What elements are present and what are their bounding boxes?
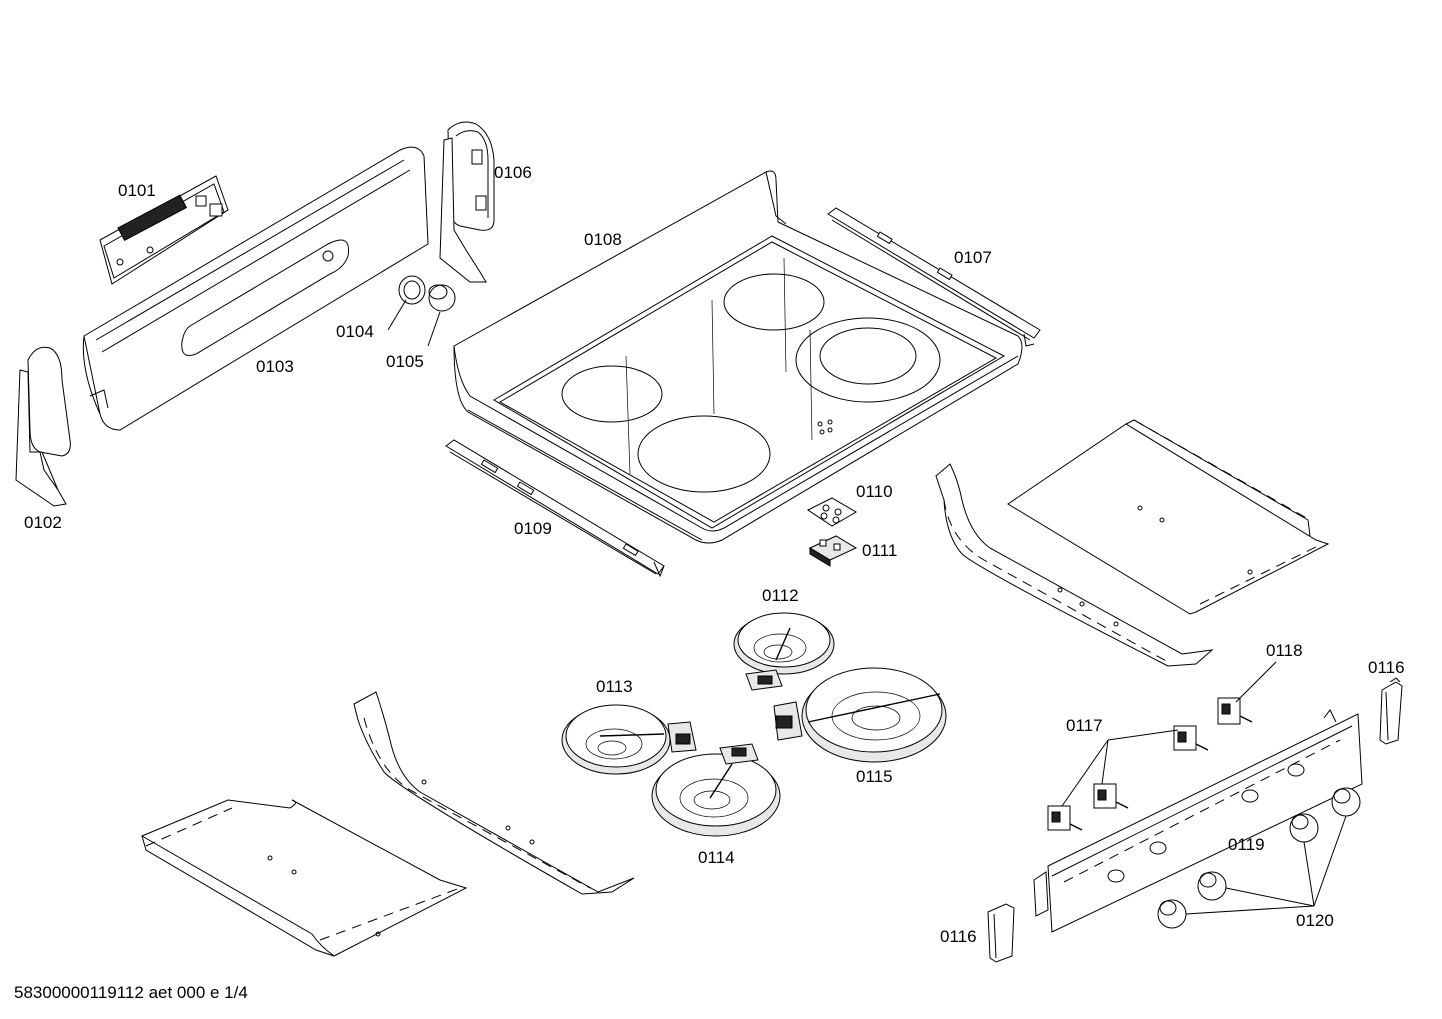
label-0111: 0111 bbox=[862, 541, 897, 560]
label-0113: 0113 bbox=[596, 677, 633, 696]
part-0110-sensor-pad bbox=[807, 497, 857, 527]
part-0115-heating-element bbox=[773, 667, 947, 763]
label-0110: 0110 bbox=[856, 482, 893, 501]
part-0102-left-end-cap bbox=[15, 346, 71, 507]
label-0114: 0114 bbox=[698, 848, 735, 867]
label-0106: 0106 bbox=[494, 163, 532, 182]
part-0117-switches bbox=[1047, 725, 1209, 831]
part-0108-cooktop bbox=[453, 170, 1023, 544]
label-0105: 0105 bbox=[386, 352, 424, 371]
part-labels: 0101 0102 0103 0104 0105 0106 0107 0108 … bbox=[24, 163, 1405, 946]
leader-lines bbox=[387, 299, 441, 347]
part-0106-right-end-cap bbox=[439, 121, 495, 283]
part-0101-control-board bbox=[99, 175, 229, 285]
label-0115: 0115 bbox=[856, 767, 893, 786]
label-0116-top: 0116 bbox=[1368, 658, 1405, 677]
label-0117: 0117 bbox=[1066, 716, 1103, 735]
label-0116-bottom: 0116 bbox=[940, 927, 977, 946]
part-0112-heating-element bbox=[733, 612, 835, 691]
label-0109: 0109 bbox=[514, 519, 552, 538]
right-heat-shield bbox=[935, 419, 1330, 667]
part-0116-end-piece-top bbox=[1379, 677, 1403, 745]
label-0120: 0120 bbox=[1296, 911, 1334, 930]
part-0113-heating-element bbox=[561, 704, 697, 775]
part-0116-end-piece-bottom bbox=[987, 903, 1015, 963]
left-heat-shield bbox=[140, 691, 635, 957]
part-0104-ring bbox=[398, 275, 426, 305]
part-0119-front-panel bbox=[1033, 709, 1363, 933]
label-0112: 0112 bbox=[762, 586, 799, 605]
label-0103: 0103 bbox=[256, 357, 294, 376]
part-0118-switch bbox=[1217, 661, 1277, 725]
label-0101: 0101 bbox=[118, 181, 156, 200]
label-0108: 0108 bbox=[584, 230, 622, 249]
part-0120-knobs bbox=[1157, 787, 1361, 929]
label-0119: 0119 bbox=[1228, 835, 1265, 854]
part-0111-connector bbox=[808, 535, 858, 567]
drawing-footer: 58300000119112 aet 000 e 1/4 bbox=[14, 983, 248, 1002]
label-0104: 0104 bbox=[336, 322, 374, 341]
part-0109-front-rail bbox=[445, 439, 665, 578]
label-0118: 0118 bbox=[1266, 641, 1303, 660]
part-0114-heating-element bbox=[651, 743, 781, 837]
part-0103-control-panel bbox=[82, 146, 429, 431]
part-0107-rear-rail bbox=[827, 207, 1041, 347]
part-0105-knob bbox=[428, 284, 456, 312]
label-0107: 0107 bbox=[954, 248, 992, 267]
label-0102: 0102 bbox=[24, 513, 62, 532]
